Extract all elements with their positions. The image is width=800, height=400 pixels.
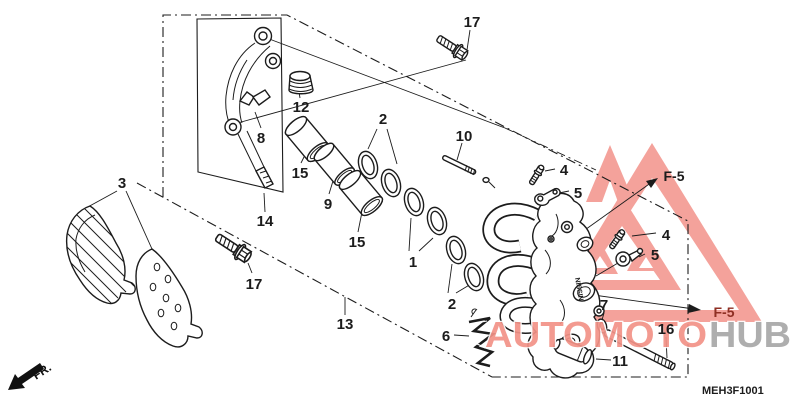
callout-15-lower[interactable]: 15 (349, 234, 366, 251)
front-direction-indicator: FR. (8, 360, 54, 390)
callout-1[interactable]: 1 (409, 254, 417, 271)
callout-17-top[interactable]: 17 (464, 14, 481, 31)
callout-10[interactable]: 10 (456, 128, 473, 145)
joint-clip-upper (534, 187, 561, 207)
joint-clip-lower (615, 247, 644, 267)
callout-4-upper[interactable]: 4 (560, 162, 569, 179)
callout-15-upper[interactable]: 15 (292, 165, 309, 182)
callout-5-lower[interactable]: 5 (651, 247, 659, 264)
pin-boot (288, 70, 314, 95)
caliper-bracket (224, 26, 282, 189)
callout-5-upper[interactable]: 5 (574, 185, 582, 202)
arrowhead-upper (646, 178, 658, 188)
mount-bolt-bottom (214, 233, 253, 264)
pin-boot-small (596, 318, 608, 334)
callout-2-upper[interactable]: 2 (379, 111, 387, 128)
callout-13[interactable]: 13 (337, 316, 354, 333)
brake-pad-backing (135, 248, 203, 348)
callout-8[interactable]: 8 (257, 130, 265, 147)
callout-4-lower[interactable]: 4 (662, 227, 671, 244)
callout-9[interactable]: 9 (324, 196, 332, 213)
callout-6[interactable]: 6 (442, 328, 450, 345)
caliper-piston-lower (338, 169, 384, 217)
diagram-code: MEH3F1001 (702, 385, 764, 397)
page-ref-f5-upper[interactable]: F-5 (664, 168, 685, 184)
caliper-body: NISSIN (482, 192, 605, 379)
pad-retainer-clip (238, 89, 271, 106)
bleed-screw-upper (528, 164, 545, 186)
bracket-detail-box (196, 17, 284, 193)
callout-11[interactable]: 11 (612, 353, 628, 370)
fr-arrow-icon (8, 363, 44, 390)
watermark-text-red: AUTOMOTO (485, 314, 707, 355)
callout-3[interactable]: 3 (118, 175, 126, 192)
pad-spring (468, 308, 497, 368)
brand-stamp-text: NISSIN (573, 277, 584, 301)
callout-16[interactable]: 16 (658, 321, 675, 338)
mount-bolt-top (436, 35, 469, 62)
page-ref-f5-lower[interactable]: F-5 (714, 304, 735, 320)
bleed-pipe (442, 154, 496, 189)
part-number-callouts: 17 12 8 15 9 15 2 10 1 2 3 14 17 13 4 5 … (118, 14, 735, 370)
callout-14[interactable]: 14 (257, 213, 274, 230)
leader-lines (85, 29, 668, 361)
watermark-text: AUTOMOTO HUB (484, 313, 793, 357)
bleed-screw-lower (609, 229, 626, 250)
caliper-piston-middle (313, 142, 356, 186)
callout-17-bottom[interactable]: 17 (246, 276, 263, 293)
piston-seal-rings (357, 150, 485, 292)
callout-12[interactable]: 12 (293, 99, 310, 116)
assembly-boundary (136, 14, 689, 378)
watermark-text-gray: HUB (709, 314, 791, 355)
hanger-pin (603, 329, 676, 371)
callout-2-lower[interactable]: 2 (448, 296, 456, 313)
slide-pin-bolt (553, 338, 593, 365)
callout-7[interactable]: 7 (600, 297, 608, 314)
arrowhead-lower (688, 304, 701, 313)
fr-label: FR. (30, 360, 54, 382)
